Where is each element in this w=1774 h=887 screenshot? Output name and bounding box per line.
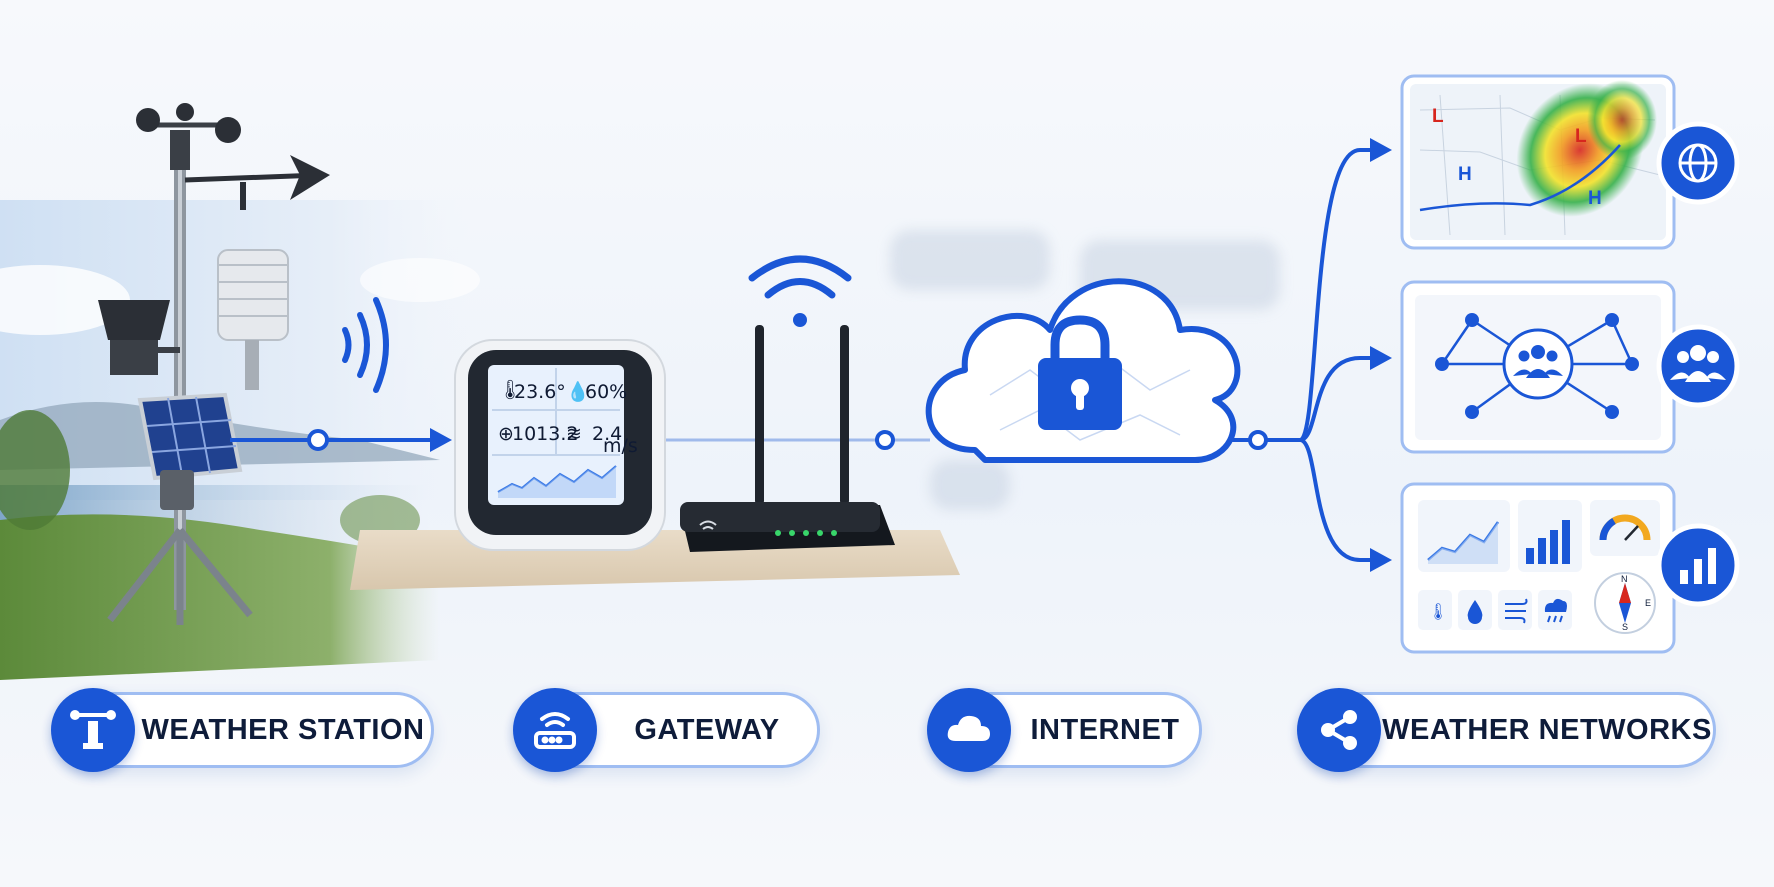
solar-panel [137, 392, 243, 481]
people-icon [1513, 345, 1563, 378]
display-console: 🌡 23.6° 💧 60% ⊕ 1013.2 ≋ 2.4 m/s [454, 339, 666, 551]
bar-chart-widget [1526, 520, 1570, 564]
stage-label: WEATHER NETWORKS [1382, 713, 1712, 746]
stage-internet: INTERNET [927, 688, 1202, 772]
station-signal-icon [342, 297, 389, 393]
anemometer [136, 103, 241, 170]
rain-gauge [98, 300, 180, 375]
anemometer-icon [51, 688, 135, 772]
pressure-readout: 1013.2 [512, 423, 578, 445]
wind-icon: ≋ [566, 423, 582, 445]
wind-unit: m/s [603, 435, 638, 457]
share-icon [1297, 688, 1381, 772]
stage-weather-networks: WEATHER NETWORKS [1297, 688, 1716, 772]
stage-label: GATEWAY [634, 713, 780, 746]
compass-north-label: N [1621, 574, 1628, 584]
weather-station [98, 103, 330, 625]
lock-icon [1038, 315, 1122, 430]
stage-weather-station: WEATHER STATION [51, 688, 434, 772]
globe-icon [1656, 121, 1740, 205]
pressure-icon: ⊕ [498, 423, 514, 445]
compass-south-label: S [1622, 622, 1628, 632]
droplet-icon: 💧 [566, 380, 590, 403]
thermometer-icon: 🌡 [1428, 603, 1448, 621]
gauge-widget [1599, 514, 1651, 541]
stage-label: INTERNET [1030, 713, 1180, 746]
stage-gateway: GATEWAY [513, 688, 820, 772]
high-pressure-label: H [1458, 164, 1472, 185]
droplet-icon [1467, 600, 1483, 624]
compass-east-label: E [1645, 598, 1651, 608]
wifi-icon [748, 255, 852, 327]
stage-label: WEATHER STATION [141, 713, 425, 746]
wind-vane [184, 155, 330, 210]
dashboard-panel: 🌡 N E S [1400, 482, 1676, 654]
router [680, 325, 895, 552]
chart-icon [1656, 523, 1740, 607]
secure-cloud [925, 278, 1241, 463]
temperature-readout: 23.6° [514, 381, 566, 403]
low-pressure-label: L [1575, 126, 1587, 147]
humidity-readout: 60% [585, 381, 627, 403]
cloud-icon [927, 688, 1011, 772]
compass-widget: N E S [1594, 572, 1656, 634]
users-icon [1656, 324, 1740, 408]
wind-readout: 2.4 [592, 423, 622, 445]
world-map-dots [890, 230, 1280, 510]
thermometer-icon: 🌡 [498, 379, 522, 401]
low-pressure-label: L [1432, 106, 1444, 127]
weather-map-panel: L L H H [1400, 74, 1676, 250]
high-pressure-label: H [1588, 188, 1602, 209]
community-network-panel [1400, 280, 1676, 454]
flow-connectors [230, 138, 1392, 572]
rain-cloud-icon [1544, 598, 1567, 623]
radiation-shield [217, 249, 289, 390]
router-icon [513, 688, 597, 772]
wind-icon [1505, 598, 1528, 624]
